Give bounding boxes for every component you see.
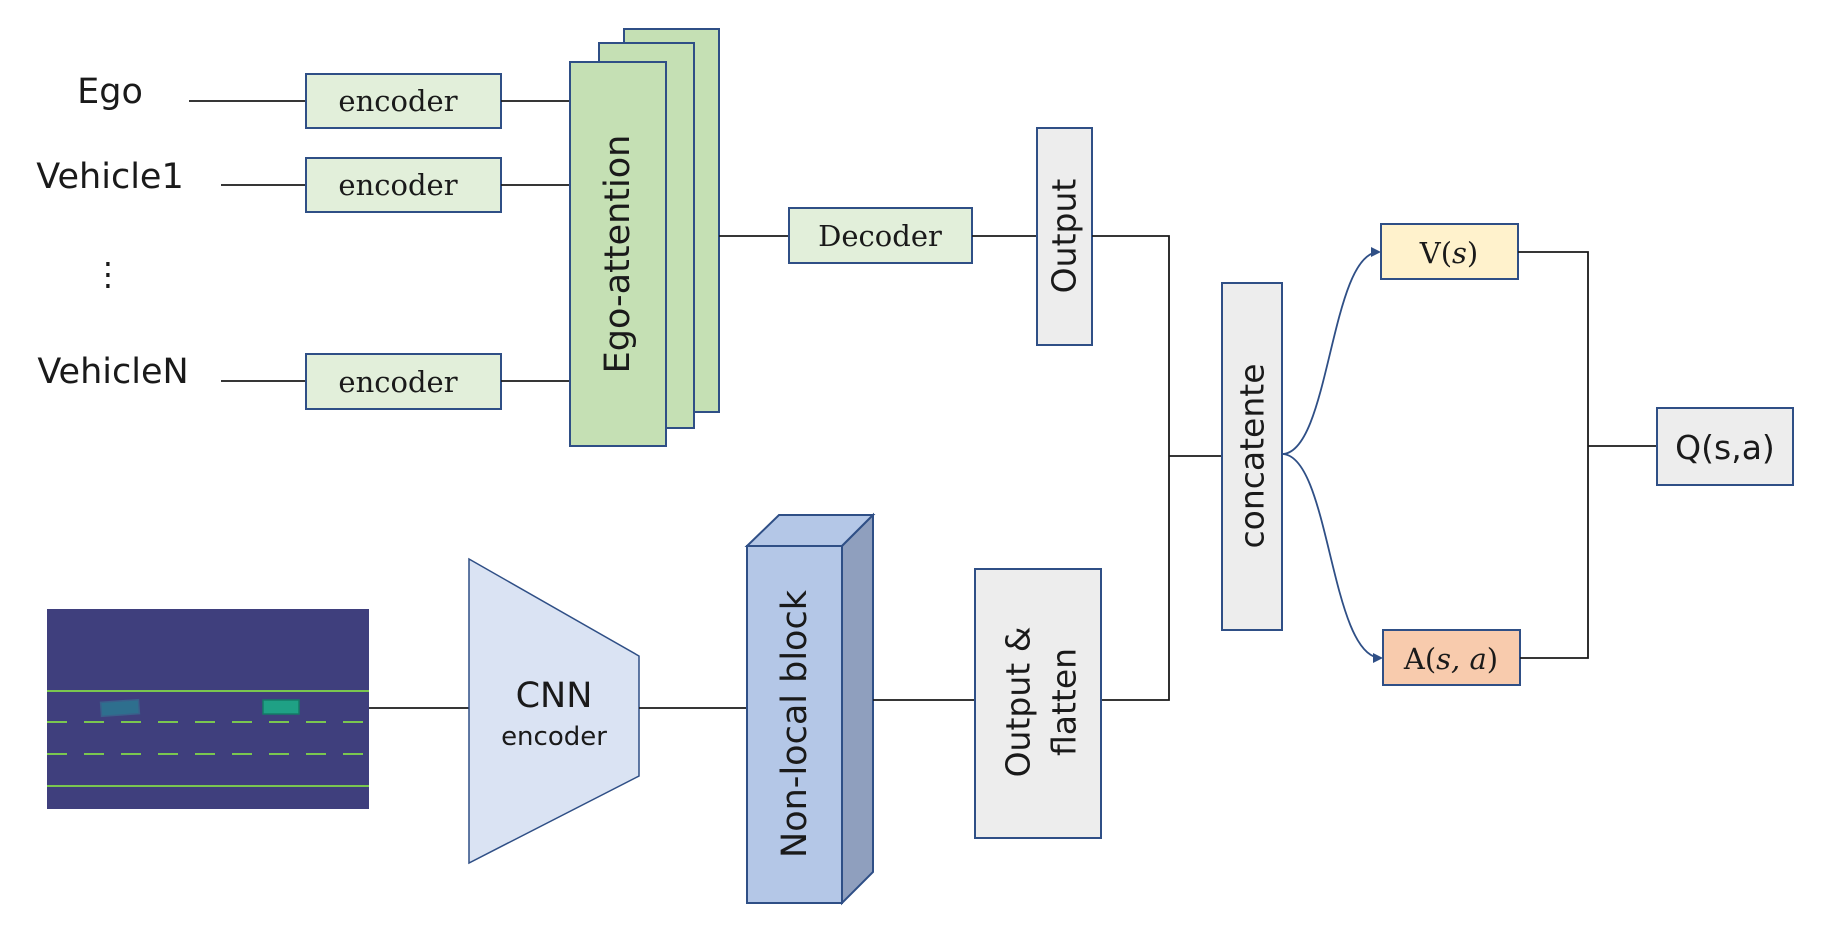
- vehicleN-label: VehicleN: [37, 352, 188, 392]
- value-arg: s: [1452, 236, 1467, 270]
- advantage-arrow: [1281, 453, 1383, 663]
- other-car: [262, 699, 300, 715]
- output-flatten: Output & flatten: [974, 568, 1102, 839]
- value-node: V(s): [1380, 223, 1519, 280]
- output-flatten-line2: flatten: [1045, 648, 1084, 756]
- advantage-prefix: A(: [1403, 642, 1436, 676]
- concatenate-label: concatente: [1233, 363, 1272, 548]
- output-flatten-line1: Output &: [999, 627, 1038, 778]
- ellipsis-label: ⋮: [92, 255, 124, 293]
- ego-attention-stack: Ego-attention: [569, 28, 720, 447]
- q-merge-wire: [1518, 251, 1589, 659]
- value-label: V(s): [1419, 236, 1478, 270]
- q-box: [1656, 407, 1794, 486]
- nonlocal-label: Non-local block: [775, 589, 815, 858]
- decoder-label: Decoder: [818, 219, 942, 253]
- cnn-trapezoid: [468, 557, 640, 865]
- vehicle1-label: Vehicle1: [36, 157, 183, 197]
- output-flatten-box: [974, 568, 1102, 839]
- ego-encoder-label: encoder: [338, 84, 457, 118]
- ego-encoder-box: [305, 73, 502, 129]
- cnn-title: CNN: [516, 676, 593, 716]
- concatenate: concatente: [1221, 282, 1283, 631]
- ego-car: [99, 698, 141, 718]
- value-arrow: [1281, 247, 1381, 455]
- vehicle1-encoder-label: encoder: [338, 168, 457, 202]
- road-background: [47, 609, 369, 809]
- vehicleN-encoder: encoder: [305, 353, 502, 410]
- decoder: Decoder: [788, 207, 973, 264]
- concatenate-box: [1221, 282, 1283, 631]
- vehicleN-encoder-label: encoder: [338, 365, 457, 399]
- value-box: [1380, 223, 1519, 280]
- nonlocal-block: Non-local block: [744, 512, 876, 906]
- vehicle1-encoder-box: [305, 157, 502, 213]
- output-top: Output: [1036, 127, 1093, 346]
- nonlocal-front-face: [746, 545, 843, 904]
- advantage-arg: s, a: [1436, 642, 1487, 676]
- output-top-label: Output: [1045, 179, 1084, 294]
- ego-attention-label: Ego-attention: [598, 135, 638, 374]
- merge-wire: [1092, 235, 1170, 701]
- road-image: [47, 609, 369, 809]
- value-prefix: V(: [1419, 236, 1452, 270]
- value-suffix: ): [1467, 236, 1478, 270]
- advantage-node: A(s, a): [1382, 629, 1521, 686]
- advantage-label: A(s, a): [1403, 642, 1498, 676]
- advantage-box: [1382, 629, 1521, 686]
- cnn-subtitle: encoder: [501, 722, 607, 752]
- vehicleN-encoder-box: [305, 353, 502, 410]
- q-label: Q(s,a): [1675, 428, 1775, 467]
- output-top-box: [1036, 127, 1093, 346]
- attention-layer-front: [569, 61, 667, 447]
- advantage-suffix: ): [1487, 642, 1498, 676]
- q-node: Q(s,a): [1656, 407, 1794, 486]
- nonlocal-side-face: [841, 512, 874, 906]
- vehicle1-encoder: encoder: [305, 157, 502, 213]
- ego-encoder: encoder: [305, 73, 502, 129]
- ego-label: Ego: [77, 72, 143, 112]
- cnn-encoder: CNN encoder: [468, 557, 640, 865]
